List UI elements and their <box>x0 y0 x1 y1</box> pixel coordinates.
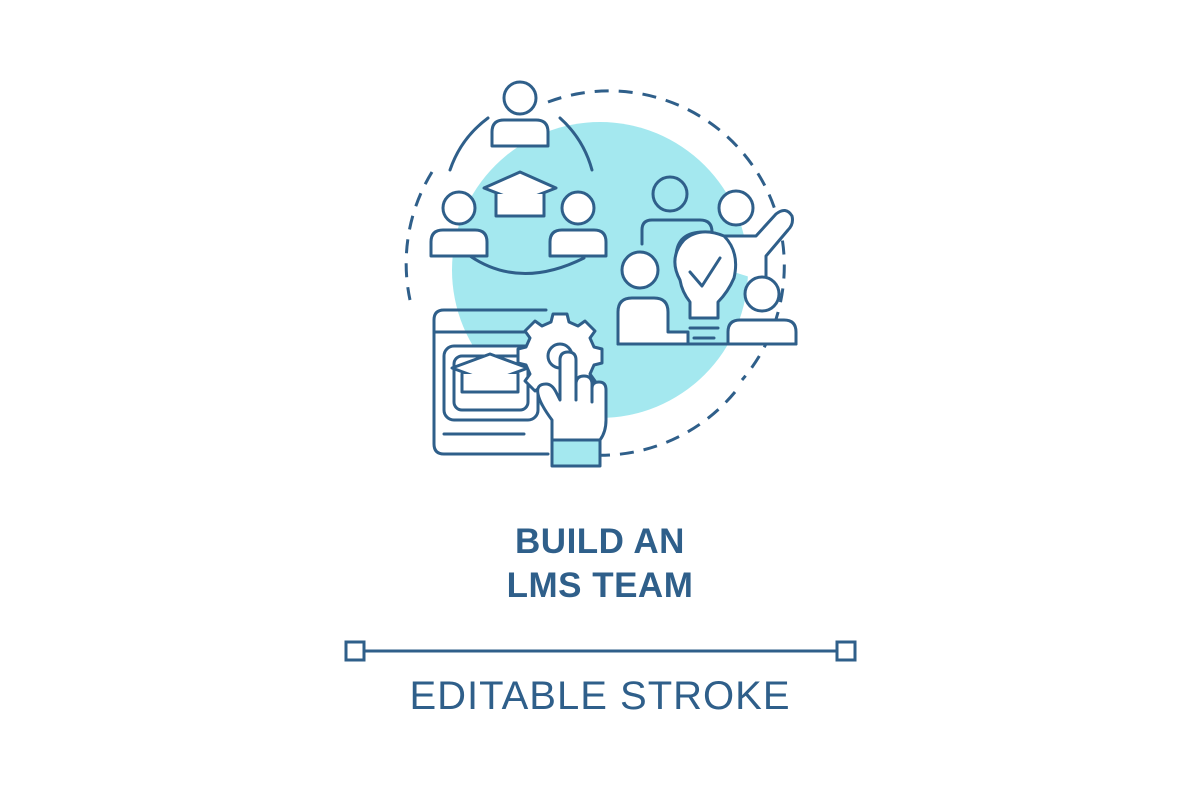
editable-stroke-line <box>344 640 857 662</box>
stroke-handle-right <box>835 640 857 662</box>
pointing-hand-icon <box>536 350 608 468</box>
graduation-cap-icon <box>482 170 558 218</box>
team-ideas-icon <box>616 175 798 346</box>
stroke-handle-left <box>344 640 366 662</box>
lms-settings-icon <box>432 308 608 468</box>
concept-title-line-2: LMS TEAM <box>506 566 694 605</box>
lightbulb-check-icon <box>673 230 738 340</box>
editable-stroke-label: EDITABLE STROKE <box>409 674 791 718</box>
team-circle-icon <box>429 80 608 275</box>
concept-title-line-1: BUILD AN <box>515 522 685 561</box>
